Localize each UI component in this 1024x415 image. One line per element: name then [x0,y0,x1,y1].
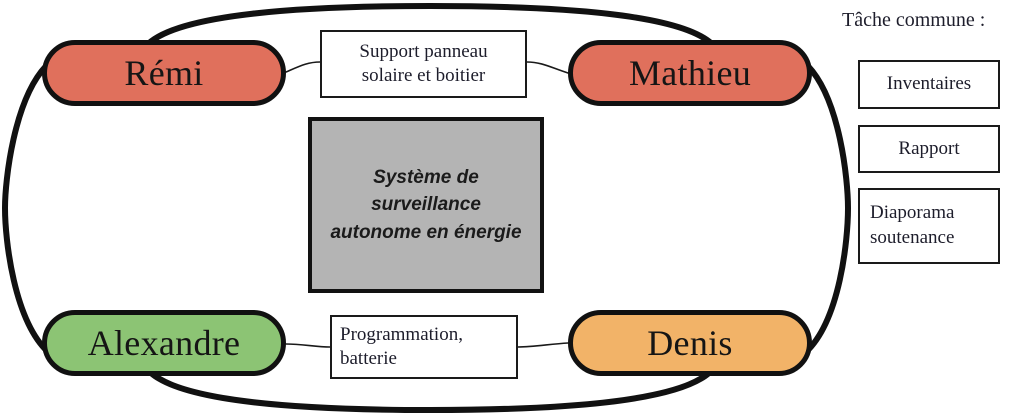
ring-arc-right [803,63,852,355]
person-node-mathieu[interactable]: Mathieu [568,40,812,106]
edge-label-bottom-line-1: Programmation, [340,324,463,346]
link-remi-top-label [285,61,321,73]
edge-label-bottom-line-2: batterie [340,348,397,369]
common-task-label-line-1: Diaporama [870,202,955,224]
common-task-box-rapport: Rapport [858,125,1000,173]
ring-arc-bottom [147,369,713,414]
link-top-label-mathieu [526,61,569,74]
common-task-label-line-2: soutenance [870,227,955,248]
edge-label-top: Support panneau solaire et boitier [320,30,527,98]
person-label: Mathieu [628,53,752,93]
person-label: Denis [647,323,733,363]
person-label: Alexandre [87,323,241,363]
system-box: Système de surveillance autonome en éner… [308,117,544,293]
common-task-box-inventaires: Inventaires [858,60,1000,109]
edge-label-top-line-2: solaire et boitier [361,65,486,86]
common-task-label: Rapport [898,137,960,159]
edge-label-bottom: Programmation, batterie [330,315,518,379]
ring-arc-top [145,2,715,47]
person-node-denis[interactable]: Denis [568,310,812,376]
person-node-alexandre[interactable]: Alexandre [42,310,286,376]
person-label: Rémi [124,53,204,93]
common-task-box-diaporama: Diaporama soutenance [858,188,1000,264]
edge-label-top-line-1: Support panneau [359,41,488,63]
system-box-text: Système de surveillance autonome en éner… [330,166,522,243]
person-node-remi[interactable]: Rémi [42,40,286,106]
link-alexandre-bottom-label [285,343,331,348]
common-task-label: Inventaires [886,73,972,95]
common-tasks-title: Tâche commune : [842,9,986,31]
ring-arc-left [1,63,51,355]
link-bottom-label-denis [517,342,569,348]
